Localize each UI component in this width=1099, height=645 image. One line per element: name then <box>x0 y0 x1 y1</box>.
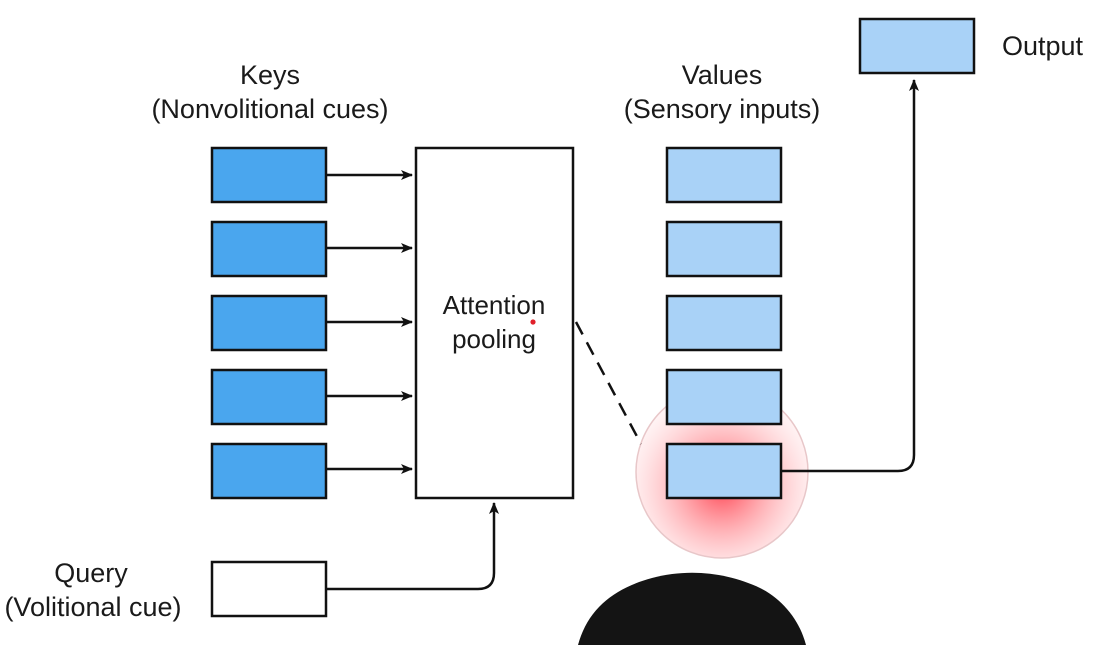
values-column <box>665 146 783 500</box>
value-box <box>665 146 783 204</box>
values-subtitle: (Sensory inputs) <box>624 94 821 124</box>
key-arrows <box>327 170 413 474</box>
output-box <box>858 17 976 75</box>
attention-pooling-box <box>414 146 575 500</box>
value-box <box>665 294 783 352</box>
keys-subtitle: (Nonvolitional cues) <box>151 94 388 124</box>
value-box-selected <box>665 442 783 500</box>
query-title: Query <box>54 558 128 588</box>
selection-dashed-link <box>574 321 643 445</box>
keys-title: Keys <box>240 60 300 90</box>
key-box <box>210 368 328 426</box>
value-box <box>665 368 783 426</box>
pointer-dot <box>530 319 536 325</box>
value-box <box>665 220 783 278</box>
key-box <box>210 294 328 352</box>
output-connector <box>781 79 919 473</box>
key-box <box>210 146 328 204</box>
presenter-head <box>578 572 806 645</box>
key-box <box>210 442 328 500</box>
keys-column <box>210 146 328 500</box>
values-title: Values <box>682 60 763 90</box>
query-subtitle: (Volitional cue) <box>4 592 181 622</box>
query-box <box>210 560 328 618</box>
key-box <box>210 220 328 278</box>
attention-label-line2: pooling <box>452 324 536 354</box>
query-connector <box>327 502 499 591</box>
attention-label-line1: Attention <box>443 290 546 320</box>
output-label: Output <box>1002 31 1084 61</box>
